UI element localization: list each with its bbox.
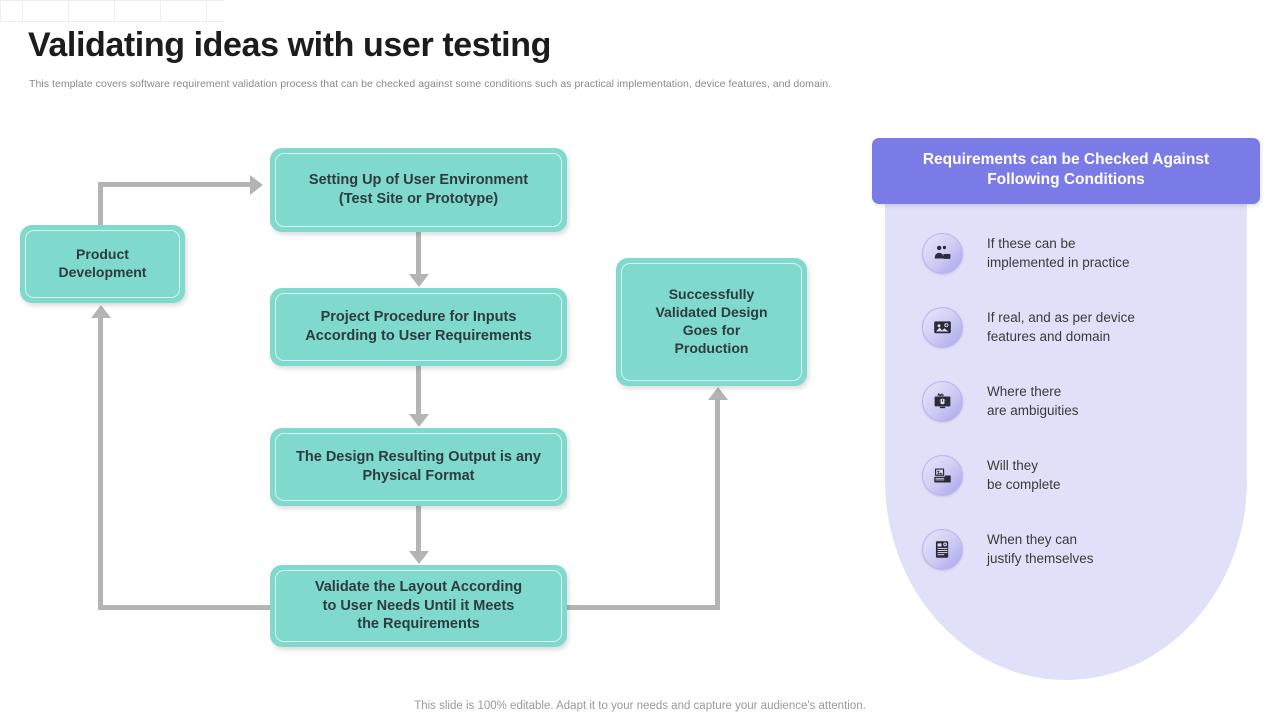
document-list-icon	[922, 528, 963, 570]
clipboard-stack-icon	[922, 454, 963, 496]
conditions-panel-body	[885, 200, 1247, 680]
condition-text: When they can justify themselves	[987, 531, 1094, 566]
connector-validate-to-production-horizontal	[564, 605, 720, 610]
connector-arrowhead-to-design-output	[408, 414, 429, 427]
condition-item[interactable]: When they can justify themselves	[885, 512, 1247, 586]
connector-validate-to-product-horizontal	[98, 605, 273, 610]
connector-product-to-setup-vertical	[98, 182, 103, 227]
flow-node-label: The Design Resulting Output is any Physi…	[296, 449, 541, 484]
flow-node-label: Setting Up of User Environment (Test Sit…	[308, 172, 529, 207]
condition-text: Will they be complete	[987, 457, 1061, 492]
connector-setup-to-procedure	[416, 232, 421, 275]
device-screen-icon	[922, 306, 963, 348]
connector-arrowhead-to-production	[707, 387, 728, 400]
flow-node-project-procedure[interactable]: Project Procedure for Inputs According t…	[270, 288, 567, 366]
decorative-grid	[0, 0, 224, 22]
conditions-panel: Requirements can be Checked Against Foll…	[872, 138, 1260, 680]
flow-node-label: Validate the Layout According to User Ne…	[314, 579, 523, 633]
page-subtitle: This template covers software requiremen…	[29, 78, 832, 90]
flow-node-design-output[interactable]: The Design Resulting Output is any Physi…	[270, 428, 567, 506]
flowchart: Product Development Setting Up of User E…	[0, 110, 860, 670]
flow-node-goes-for-production[interactable]: Successfully Validated Design Goes for P…	[616, 258, 807, 386]
connector-arrowhead-to-validate	[408, 551, 429, 564]
condition-item[interactable]: Where there are ambiguities	[885, 364, 1247, 438]
connector-arrowhead-to-procedure	[408, 274, 429, 287]
monitor-alert-icon	[922, 380, 963, 422]
condition-item[interactable]: If real, and as per device features and …	[885, 290, 1247, 364]
condition-text: Where there are ambiguities	[987, 383, 1079, 418]
connector-arrowhead-to-product	[90, 305, 111, 318]
flow-node-setup-user-environment[interactable]: Setting Up of User Environment (Test Sit…	[270, 148, 567, 232]
flow-node-label: Product Development	[58, 246, 147, 280]
connector-validate-to-product-vertical	[98, 318, 103, 610]
flow-node-label: Project Procedure for Inputs According t…	[305, 309, 532, 344]
condition-text: If real, and as per device features and …	[987, 309, 1135, 344]
conditions-list: If these can be implemented in practice …	[885, 216, 1247, 586]
connector-arrowhead-to-setup	[250, 174, 263, 195]
flow-node-validate-layout[interactable]: Validate the Layout According to User Ne…	[270, 565, 567, 647]
flow-node-label: Successfully Validated Design Goes for P…	[655, 286, 768, 356]
footer-note: This slide is 100% editable. Adapt it to…	[414, 700, 866, 712]
connector-validate-to-production-vertical	[715, 400, 720, 610]
page-title: Validating ideas with user testing	[28, 26, 551, 64]
flow-node-product-development[interactable]: Product Development	[20, 225, 185, 303]
condition-item[interactable]: Will they be complete	[885, 438, 1247, 512]
condition-item[interactable]: If these can be implemented in practice	[885, 216, 1247, 290]
connector-procedure-to-design-output	[416, 366, 421, 415]
users-presentation-icon	[922, 232, 963, 274]
condition-text: If these can be implemented in practice	[987, 235, 1130, 270]
connector-product-to-setup-horizontal	[98, 182, 250, 187]
connector-design-output-to-validate	[416, 506, 421, 552]
conditions-panel-title: Requirements can be Checked Against Foll…	[872, 138, 1260, 205]
